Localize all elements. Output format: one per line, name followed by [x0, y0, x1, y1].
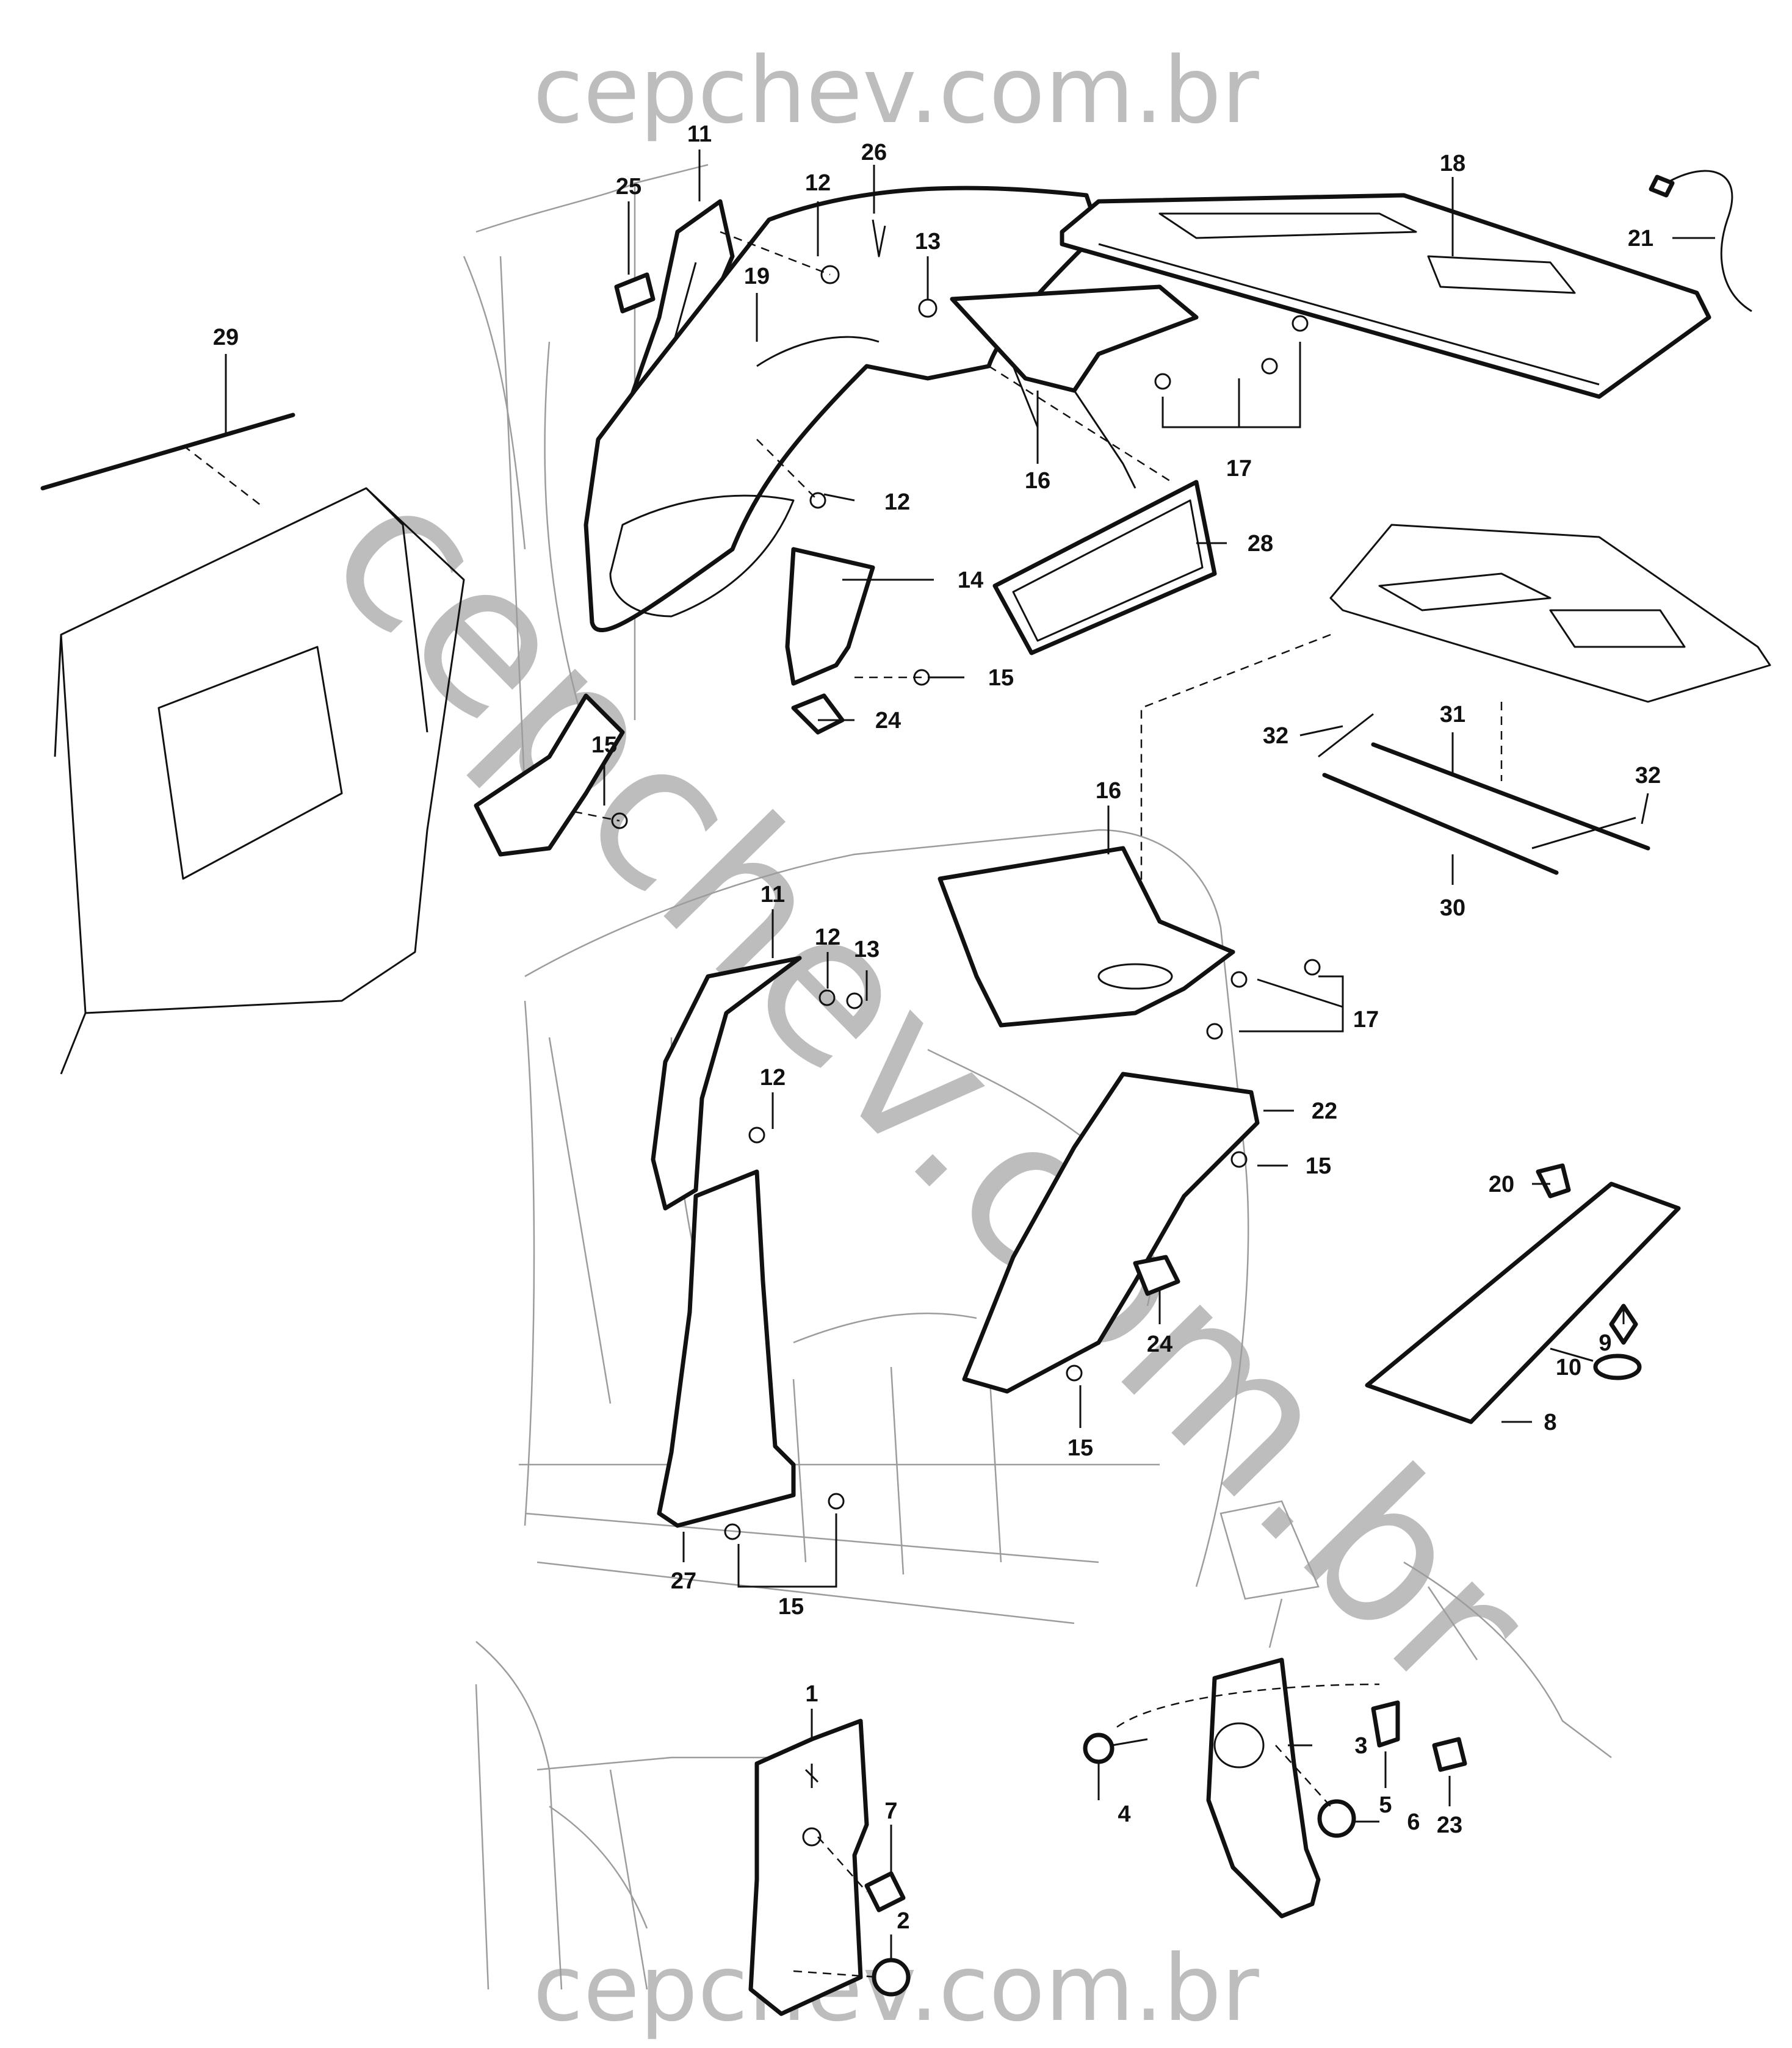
callout-23: 23	[1437, 1812, 1462, 1838]
callout-12-mid: 12	[884, 489, 910, 515]
part-11-c-pillar-trim-lower	[651, 956, 802, 1211]
callout-18: 18	[1440, 151, 1465, 176]
callout-20: 20	[1489, 1172, 1514, 1197]
callout-13-top: 13	[915, 229, 941, 254]
part-27-b-pillar-trim	[657, 1169, 796, 1528]
callout-15-top: 15	[988, 665, 1014, 691]
car-body-outline-bottom-right	[1219, 1500, 1612, 1758]
callout-16-mid: 16	[1096, 778, 1121, 804]
callout-6: 6	[1407, 1809, 1420, 1835]
callout-labels: 11 12 26 25 13 19 18 21 29 16 17 12 14 2…	[213, 121, 1661, 1934]
parts-30-31-32-strips	[1318, 713, 1650, 875]
callout-14: 14	[958, 568, 983, 593]
callout-17-mid: 17	[1353, 1007, 1379, 1033]
parts-2-7-fasteners	[793, 1836, 911, 1997]
callout-12-mid2: 12	[815, 925, 840, 950]
callout-26: 26	[861, 140, 887, 165]
callout-24-mid: 24	[1147, 1332, 1172, 1357]
dash-lines-top	[573, 231, 1172, 822]
callout-5: 5	[1379, 1792, 1392, 1818]
callout-11-mid: 11	[761, 882, 785, 907]
callout-13-mid: 13	[854, 937, 880, 962]
part-25-block	[614, 272, 656, 314]
callout-29: 29	[213, 325, 239, 350]
callout-32-right: 32	[1635, 763, 1661, 788]
parts-4-5-6-23-fasteners	[1083, 1683, 1467, 1838]
leader-lines	[603, 150, 1715, 1959]
callout-3: 3	[1354, 1733, 1367, 1759]
callout-7: 7	[884, 1798, 897, 1824]
callout-30: 30	[1440, 895, 1465, 921]
callout-2: 2	[897, 1908, 909, 1934]
callout-12-top: 12	[805, 170, 831, 196]
watermark-top: cepchev.com.br	[533, 38, 1259, 144]
part-28-grille	[992, 480, 1217, 655]
callout-21: 21	[1628, 226, 1653, 251]
callout-4: 4	[1118, 1801, 1130, 1827]
callout-10: 10	[1556, 1355, 1581, 1380]
callout-9: 9	[1599, 1330, 1611, 1356]
car-body-outline-top	[463, 164, 709, 794]
part-16-rear-support-mid	[938, 846, 1235, 1028]
part-3-lower-quarter-trim	[1206, 1657, 1321, 1919]
callout-15-low: 15	[1068, 1435, 1093, 1461]
callout-31: 31	[1440, 702, 1465, 727]
callout-15-mid: 15	[1306, 1153, 1331, 1179]
part-21-cable	[1649, 170, 1752, 312]
callout-15-bottom: 15	[778, 1594, 804, 1620]
callout-32-left: 32	[1263, 723, 1288, 749]
fasteners-middle	[724, 959, 1642, 1540]
part-8-roof-rail-trim	[1365, 1181, 1681, 1424]
part-29-moulding-rod	[40, 354, 295, 507]
callout-15-left: 15	[591, 732, 617, 758]
callout-28: 28	[1248, 531, 1273, 557]
callout-22: 22	[1312, 1098, 1337, 1124]
part-18-rear-parcel-shelf	[1060, 193, 1711, 399]
callout-1: 1	[805, 1681, 818, 1707]
callout-16-top: 16	[1025, 468, 1050, 494]
callout-11-top: 11	[687, 121, 712, 147]
callout-8: 8	[1544, 1410, 1556, 1435]
callout-24-top: 24	[875, 708, 901, 734]
watermark-diagonal: cepchev.com.br	[285, 434, 1573, 1739]
part-22-quarter-trim-lower	[962, 1072, 1260, 1394]
car-body-outline-bottom-left	[475, 1641, 793, 1990]
part-16-rear-support-top	[950, 284, 1199, 489]
callout-12-low: 12	[760, 1065, 786, 1091]
callout-25: 25	[616, 174, 641, 200]
callout-17-top: 17	[1226, 456, 1252, 481]
part-1-lower-trim	[748, 1718, 869, 2016]
callout-19: 19	[744, 264, 770, 289]
left-side-trim-panel	[54, 487, 465, 1075]
part-26-clip	[872, 219, 886, 258]
callout-27: 27	[671, 1568, 696, 1594]
